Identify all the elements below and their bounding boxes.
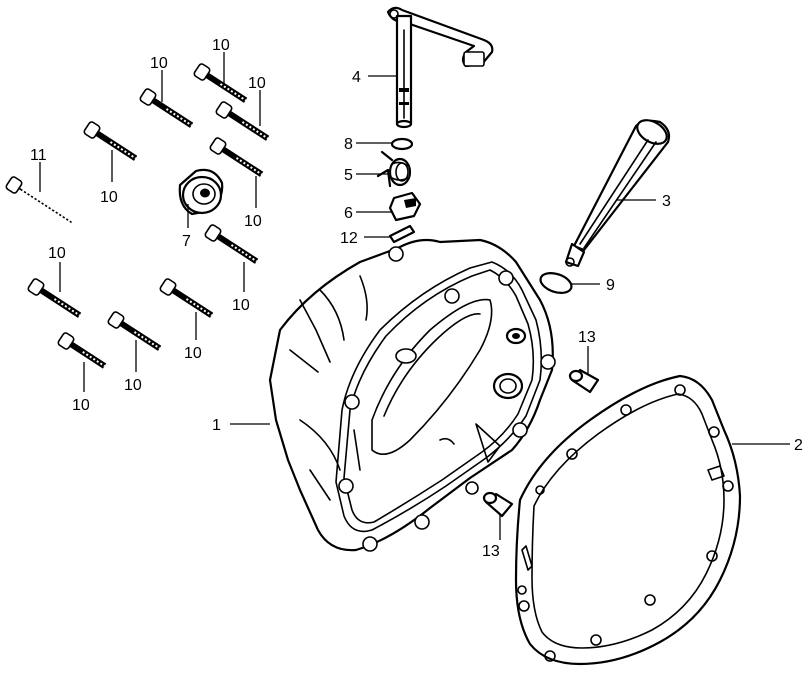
breather-tube — [564, 119, 671, 268]
callout-10-b: 10 — [150, 55, 168, 72]
callout-9: 9 — [606, 277, 615, 294]
callout-5: 5 — [344, 167, 353, 184]
o-ring — [539, 272, 573, 294]
bolt-10-i — [107, 311, 162, 351]
gasket — [514, 374, 742, 666]
callout-10-j: 10 — [72, 397, 90, 414]
callout-11: 11 — [30, 147, 47, 164]
bolt-10-g — [27, 278, 82, 318]
washer — [390, 137, 414, 151]
dowel-pin-upper — [568, 368, 600, 394]
callout-3: 3 — [662, 193, 671, 210]
callout-10-h: 10 — [184, 345, 202, 362]
bolt-10-c — [215, 101, 270, 141]
callout-12: 12 — [340, 230, 358, 247]
callout-2: 2 — [794, 437, 803, 454]
callout-10-d: 10 — [100, 189, 118, 206]
crankcase-cover — [268, 238, 556, 552]
callout-13-upper: 13 — [578, 329, 596, 346]
dowel-pin-lower — [482, 491, 514, 518]
callout-labels: 1 2 3 4 5 6 7 8 9 11 12 13 13 10 10 10 1… — [30, 37, 803, 560]
bolt-11 — [5, 176, 72, 223]
spindle-holder — [388, 191, 422, 222]
callout-7: 7 — [182, 233, 191, 250]
bolt-10-j — [57, 332, 107, 369]
bolt-10-h — [159, 278, 214, 318]
callout-10-c: 10 — [248, 75, 266, 92]
callout-10-a: 10 — [212, 37, 230, 54]
callout-4: 4 — [352, 69, 361, 86]
bolt-10-d — [83, 121, 138, 161]
bolt-10-b — [193, 63, 248, 103]
oil-seal — [178, 168, 224, 216]
bolt-10-f — [204, 224, 259, 264]
callout-6: 6 — [344, 205, 353, 222]
callout-1: 1 — [212, 417, 221, 434]
callout-10-e: 10 — [244, 213, 262, 230]
bolt-10-a — [139, 88, 194, 128]
callout-13-lower: 13 — [482, 543, 500, 560]
kick-shaft — [386, 6, 494, 129]
callout-10-i: 10 — [124, 377, 142, 394]
leader-lines — [39, 52, 790, 540]
pin — [388, 224, 416, 244]
return-spring — [376, 150, 412, 188]
bolt-10-e — [209, 137, 264, 177]
callout-10-g: 10 — [232, 297, 250, 314]
callout-8: 8 — [344, 136, 353, 153]
callout-10-f: 10 — [48, 245, 66, 262]
bolt-group — [5, 63, 270, 369]
